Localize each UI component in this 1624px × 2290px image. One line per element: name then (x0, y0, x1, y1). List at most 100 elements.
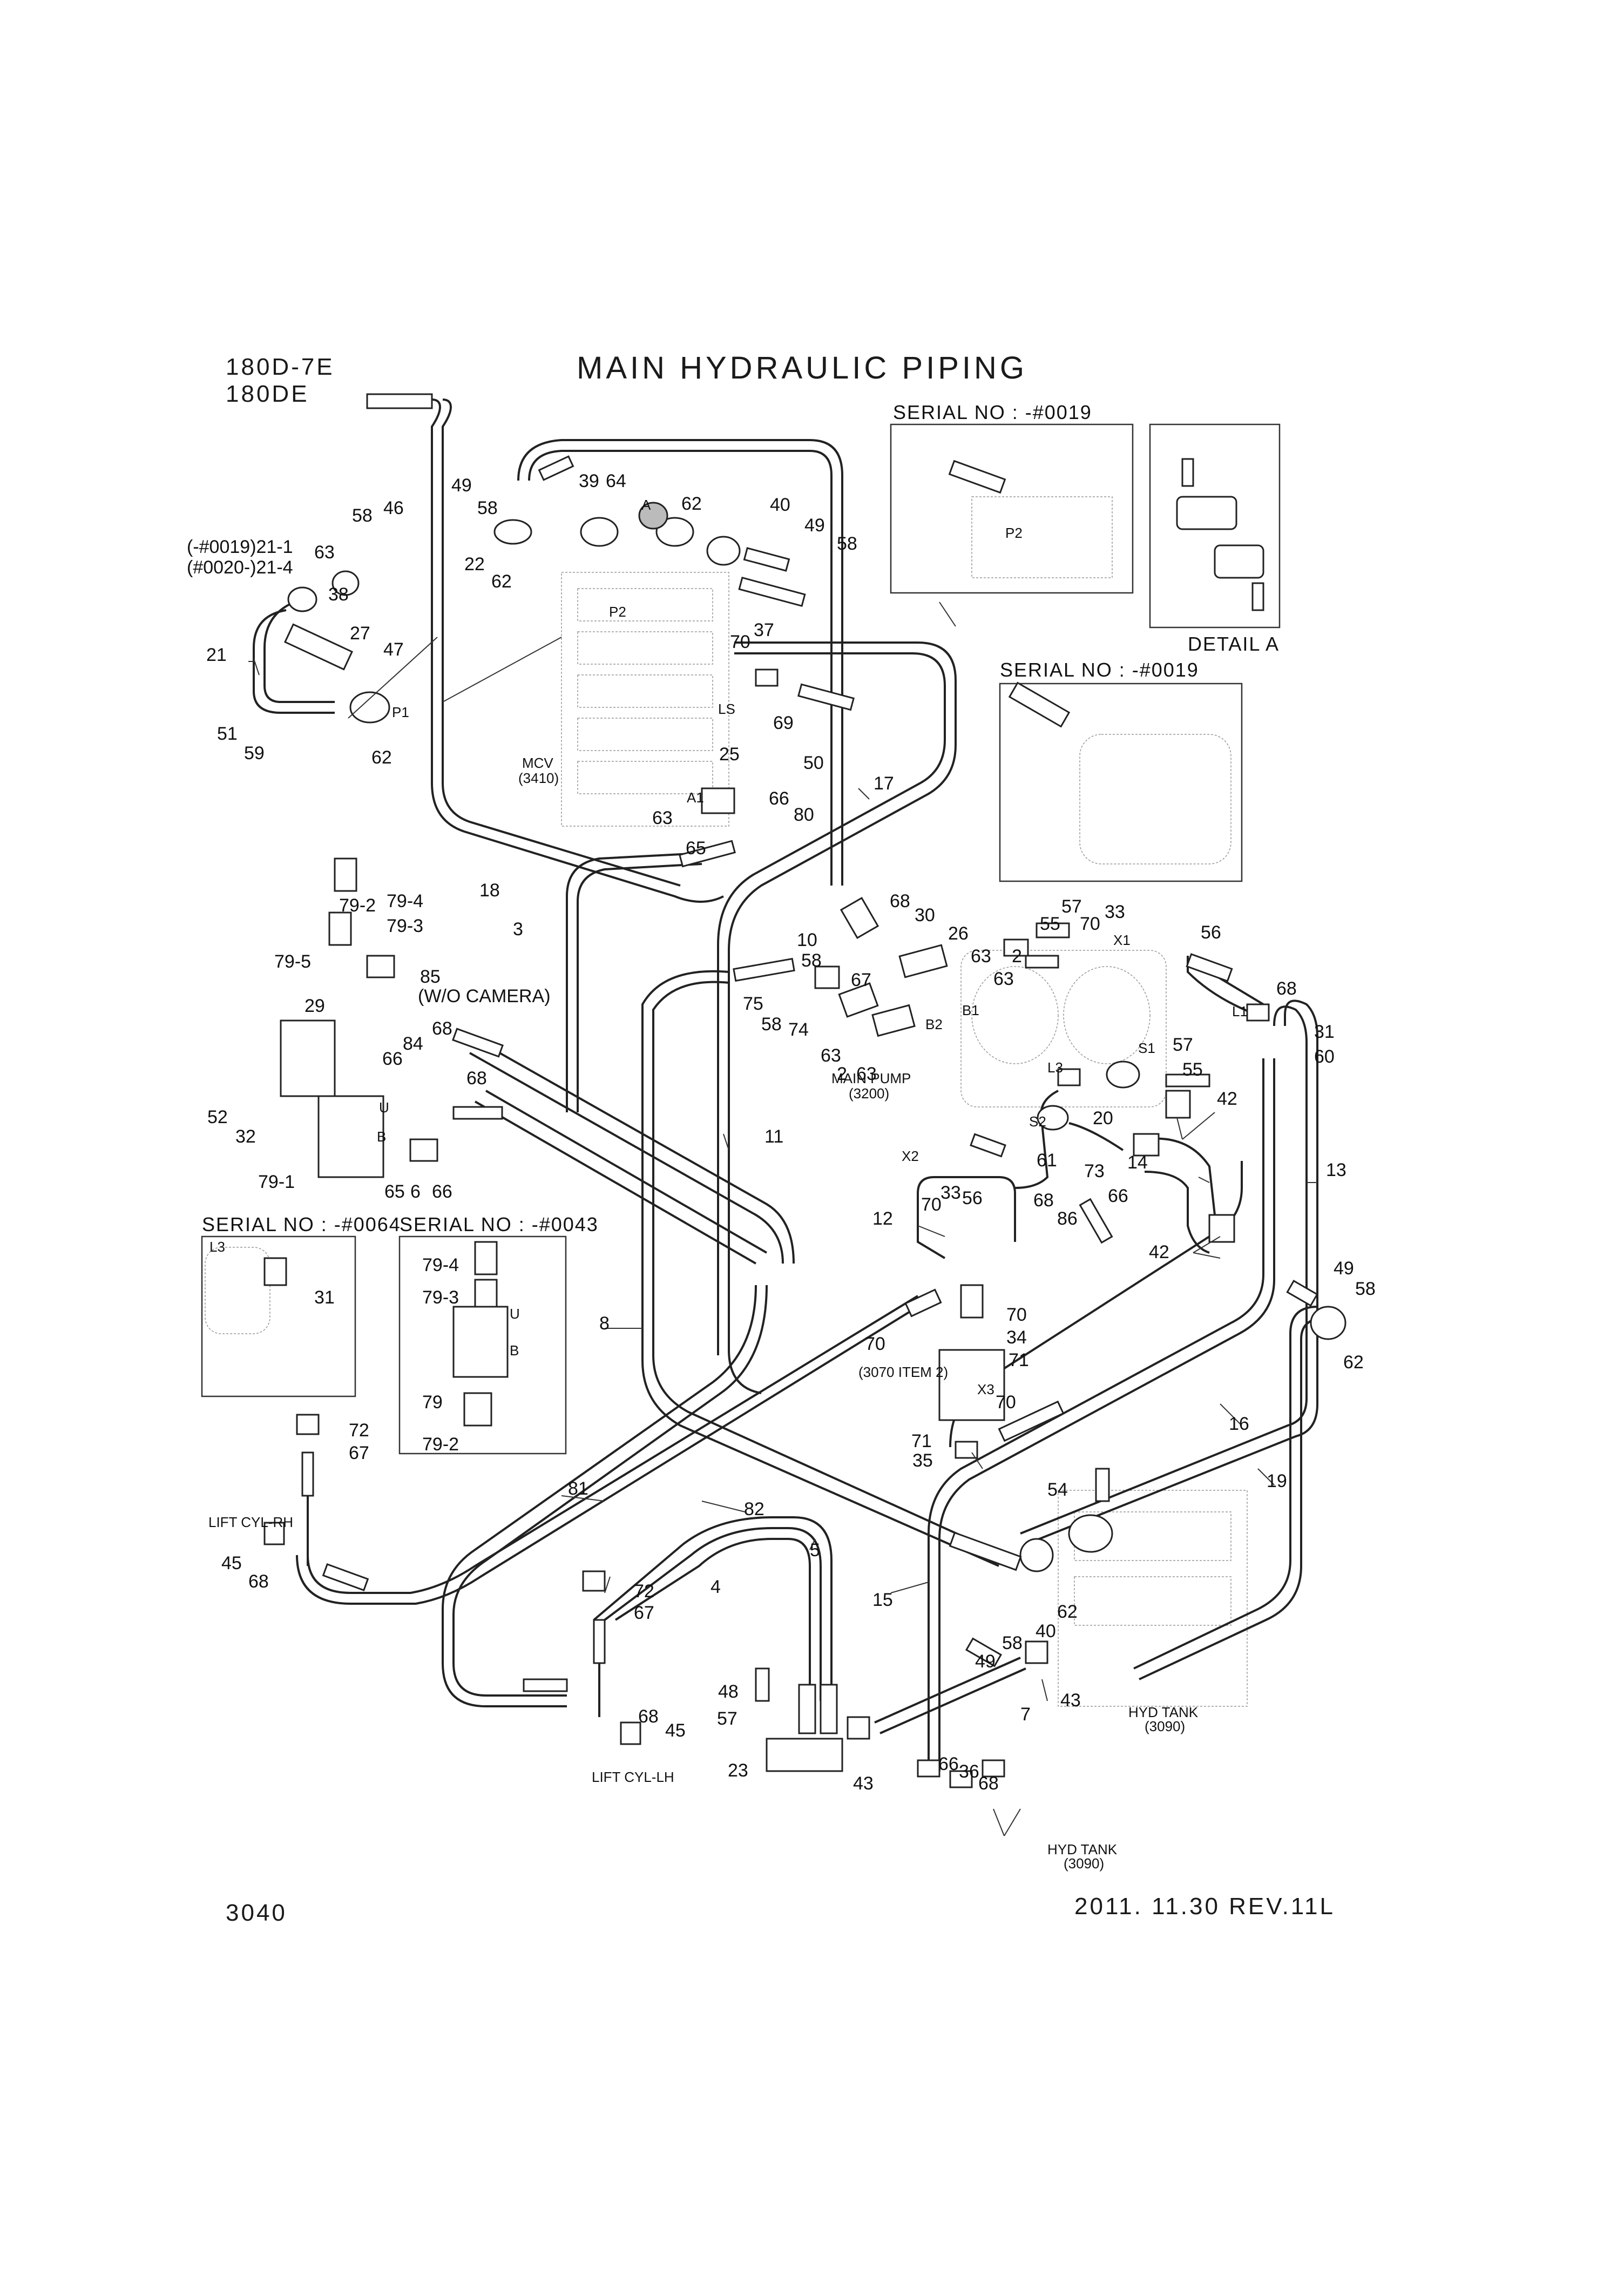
part-callout: 51 (217, 724, 238, 744)
part-callout: 34 (1006, 1327, 1027, 1348)
part-callout: 62 (371, 747, 392, 768)
fitting-45-lh (620, 1721, 641, 1745)
part-callout: 33 (940, 1183, 961, 1203)
hose-end-40 (949, 1531, 1022, 1571)
part-callout: 64 (606, 471, 626, 491)
port-label: X3 (977, 1381, 994, 1397)
hose-end-5 (820, 1684, 838, 1734)
flange-40 (706, 536, 741, 566)
part-callout: 63 (652, 808, 673, 828)
hose-end-67-rh (301, 1451, 314, 1497)
part-callout: 35 (912, 1450, 933, 1471)
part-callout: 73 (1084, 1161, 1105, 1181)
part-callout: 17 (874, 773, 894, 794)
part-callout: 52 (207, 1107, 228, 1127)
part-callout: 8 (599, 1313, 610, 1334)
part-callout: 79-3 (387, 916, 423, 936)
part-callout: 63 (993, 969, 1014, 989)
flange-39 (580, 517, 619, 547)
bolt-49-right (1286, 1280, 1318, 1307)
part-callout: 18 (479, 880, 500, 901)
part-callout: 21 (206, 645, 227, 665)
clamp-28 (1214, 544, 1264, 579)
part-callout: 68 (890, 891, 910, 911)
part-callout: 58 (761, 1014, 782, 1035)
part-callout: 63 (821, 1045, 841, 1066)
main-pump-label: MAIN PUMP (831, 1070, 911, 1086)
clamp-42-a (1165, 1090, 1191, 1119)
bolt-55-b (1025, 955, 1059, 969)
part-callout: 37 (754, 620, 774, 640)
clamp-44 (1176, 496, 1237, 530)
part-callout: 60 (1314, 1046, 1335, 1067)
fitting-43-b (1025, 1640, 1048, 1664)
part-callout: 12 (872, 1208, 893, 1229)
part-callout: 20 (1093, 1108, 1113, 1129)
part-callout: 58 (352, 505, 373, 526)
part-callout: 45 (665, 1720, 686, 1741)
part-callout: 59 (244, 743, 265, 764)
part-callout: 80 (794, 805, 814, 825)
port-label: B1 (962, 1002, 979, 1018)
part-callout: 55 (1040, 914, 1060, 934)
part-callout: 57 (1061, 896, 1082, 917)
part-callout: 2 (837, 1064, 847, 1084)
part-callout: 40 (770, 495, 790, 515)
part-callout: 32 (235, 1126, 256, 1147)
bolt-47 (1181, 458, 1194, 487)
port-label: B (377, 1129, 386, 1145)
inset-frame-detail-a (1149, 423, 1281, 629)
hose-end-58 (738, 577, 806, 607)
leader-lines (248, 602, 1317, 1836)
block-3070 (938, 1349, 1005, 1421)
port-label: U (379, 1099, 389, 1116)
model-code-secondary: 180DE (226, 381, 309, 407)
port-label: L3 (1047, 1059, 1063, 1076)
port-label: L3 (209, 1239, 225, 1255)
inset-frame-serial-0019-mid (999, 683, 1243, 882)
elbow-hose-16 (917, 1759, 940, 1778)
hose-end-38 (366, 393, 433, 409)
part-callout: 68 (1276, 978, 1297, 999)
hose-end-86 (1079, 1198, 1113, 1244)
inset-pump-l3-detail (205, 1247, 270, 1334)
part-callout: 70 (921, 1194, 942, 1215)
part-callout: 79-4 (387, 891, 423, 911)
part-callout: 29 (304, 996, 325, 1016)
part-callout: 49 (804, 515, 825, 536)
bolt-49-tank (965, 1637, 1003, 1667)
elbow-hose-36 (949, 1770, 973, 1788)
part-callout: 62 (1057, 1602, 1078, 1622)
part-callout: 56 (962, 1188, 983, 1208)
hose-end-4 (798, 1684, 816, 1734)
part-callout: 70 (730, 632, 750, 652)
valve-block-79-1 (317, 1095, 384, 1178)
part-callout: 58 (801, 950, 822, 971)
port-label: L1 (1232, 1003, 1248, 1019)
lift-cyl-rh-label: LIFT CYL-RH (208, 1514, 293, 1530)
serial-prefix-label-1: (-#0019)21-1 (187, 537, 293, 557)
part-callout: 70 (865, 1334, 885, 1354)
hose-end-56 (1186, 953, 1233, 982)
part-callout: 10 (797, 930, 817, 950)
part-callout: 58 (837, 533, 857, 554)
part-callout: 71 (911, 1431, 932, 1451)
bolt-54 (1095, 1468, 1110, 1502)
part-callout: 79-3 (422, 1287, 459, 1308)
part-callout: 42 (1217, 1089, 1237, 1109)
part-callout: 62 (491, 571, 512, 592)
part-callout: 11 (764, 1126, 783, 1147)
hyd-tank-ref-upper: (3090) (1145, 1718, 1185, 1734)
part-callout: 82 (744, 1499, 764, 1519)
flange-22 (493, 519, 532, 545)
port-label: X2 (902, 1148, 919, 1164)
bolt-55 (1165, 1073, 1210, 1087)
port-label: P2 (609, 604, 626, 620)
inset-title-serial-0043: SERIAL NO : -#0043 (400, 1213, 599, 1235)
part-callout: 26 (948, 923, 969, 944)
part-callout: 48 (718, 1681, 739, 1702)
fittings (263, 393, 1346, 1788)
part-callout: 57 (717, 1708, 737, 1729)
fitting-33 (1003, 938, 1029, 957)
